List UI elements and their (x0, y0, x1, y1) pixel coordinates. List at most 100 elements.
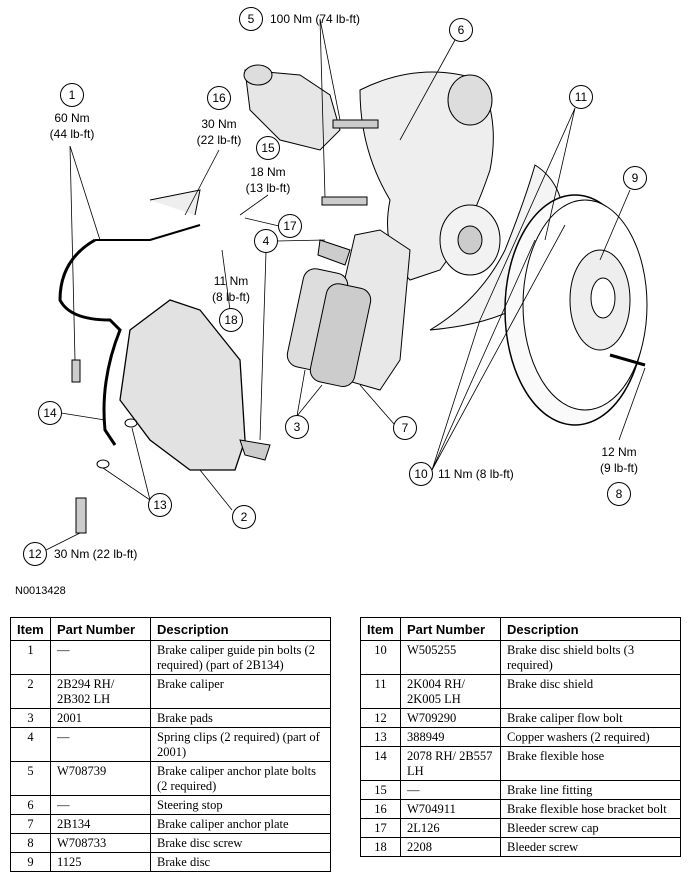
description-cell: Bleeder screw cap (500, 818, 681, 838)
callout-15: 15 (256, 136, 280, 160)
callout-16: 16 (207, 86, 231, 110)
header-part-number: Part Number (400, 617, 501, 641)
torque-15-nm: 18 Nm (250, 165, 286, 179)
part-number-cell: 2L126 (400, 818, 501, 838)
item-cell: 13 (360, 727, 401, 747)
figure-id: N0013428 (15, 585, 66, 597)
item-cell: 14 (360, 746, 401, 781)
description-cell: Brake caliper (150, 674, 331, 709)
torque-18-lbft: (8 lb-ft) (211, 290, 251, 304)
callout-6: 6 (449, 18, 473, 42)
description-cell: Brake disc screw (150, 833, 331, 853)
callout-14: 14 (38, 401, 62, 425)
part-number-cell: — (400, 780, 501, 800)
part-number-cell: 2B294 RH/ 2B302 LH (50, 674, 151, 709)
item-cell: 12 (360, 708, 401, 728)
callout-13: 13 (148, 493, 172, 517)
table-row: 6—Steering stop (10, 795, 331, 815)
torque-16-lbft: (22 lb-ft) (196, 133, 242, 147)
header-description: Description (500, 617, 681, 641)
description-cell: Brake pads (150, 708, 331, 728)
parts-table-left: Item Part Number Description 1—Brake cal… (10, 617, 331, 872)
brake-pad-inner (309, 283, 372, 387)
callout-9: 9 (623, 166, 647, 190)
part-number-cell: W709290 (400, 708, 501, 728)
callout-11: 11 (569, 85, 593, 109)
callout-2: 2 (232, 505, 256, 529)
item-cell: 3 (10, 708, 51, 728)
part-number-cell: 2K004 RH/ 2K005 LH (400, 674, 501, 709)
table-row: 15—Brake line fitting (360, 780, 681, 800)
torque-5: 100 Nm (74 lb-ft) (270, 12, 361, 26)
callout-8: 8 (607, 482, 631, 506)
item-cell: 15 (360, 780, 401, 800)
item-cell: 16 (360, 799, 401, 819)
table-row: 4—Spring clips (2 required) (part of 200… (10, 727, 331, 762)
description-cell: Brake disc shield bolts (3 required) (500, 640, 681, 675)
description-cell: Brake caliper guide pin bolts (2 require… (150, 640, 331, 675)
header-description: Description (150, 617, 331, 641)
callout-3: 3 (285, 415, 309, 439)
torque-8-lbft: (9 lb-ft) (599, 461, 639, 475)
part-number-cell: W708733 (50, 833, 151, 853)
callout-4: 4 (254, 229, 278, 253)
steering-knuckle (243, 64, 501, 281)
part-number-cell: 2078 RH/ 2B557 LH (400, 746, 501, 781)
part-number-cell: 2001 (50, 708, 151, 728)
description-cell: Brake disc shield (500, 674, 681, 709)
part-number-cell: W704911 (400, 799, 501, 819)
description-cell: Brake line fitting (500, 780, 681, 800)
item-cell: 5 (10, 761, 51, 796)
item-cell: 6 (10, 795, 51, 815)
torque-1-lbft: (44 lb-ft) (49, 127, 95, 141)
torque-1-nm: 60 Nm (54, 111, 90, 125)
description-cell: Brake flexible hose bracket bolt (500, 799, 681, 819)
callout-12: 12 (23, 542, 47, 566)
item-cell: 17 (360, 818, 401, 838)
torque-12: 30 Nm (22 lb-ft) (54, 547, 138, 561)
callout-5: 5 (239, 7, 263, 31)
brake-disc (504, 194, 648, 426)
item-cell: 8 (10, 833, 51, 853)
header-item: Item (10, 617, 51, 641)
item-cell: 1 (10, 640, 51, 675)
item-cell: 2 (10, 674, 51, 709)
torque-15-lbft: (13 lb-ft) (245, 181, 291, 195)
part-number-cell: — (50, 640, 151, 675)
part-number-cell: W708739 (50, 761, 151, 796)
torque-18-nm: 11 Nm (213, 274, 249, 288)
description-cell: Brake disc (150, 852, 331, 872)
item-cell: 10 (360, 640, 401, 675)
description-cell: Steering stop (150, 795, 331, 815)
part-number-cell: 388949 (400, 727, 501, 747)
item-cell: 18 (360, 837, 401, 857)
description-cell: Spring clips (2 required) (part of 2001) (150, 727, 331, 762)
callout-10: 10 (409, 462, 433, 486)
part-number-cell: — (50, 727, 151, 762)
item-cell: 7 (10, 814, 51, 834)
callout-17: 17 (278, 214, 302, 238)
description-cell: Brake caliper anchor plate (150, 814, 331, 834)
item-cell: 4 (10, 727, 51, 762)
item-cell: 11 (360, 674, 401, 709)
part-number-cell: 2208 (400, 837, 501, 857)
callout-7: 7 (393, 416, 417, 440)
brake-assembly-illustration (45, 18, 648, 551)
callout-18: 18 (219, 308, 243, 332)
description-cell: Brake caliper anchor plate bolts (2 requ… (150, 761, 331, 796)
torque-10: 11 Nm (8 lb-ft) (438, 467, 514, 481)
table-row: 1—Brake caliper guide pin bolts (2 requi… (10, 640, 331, 675)
